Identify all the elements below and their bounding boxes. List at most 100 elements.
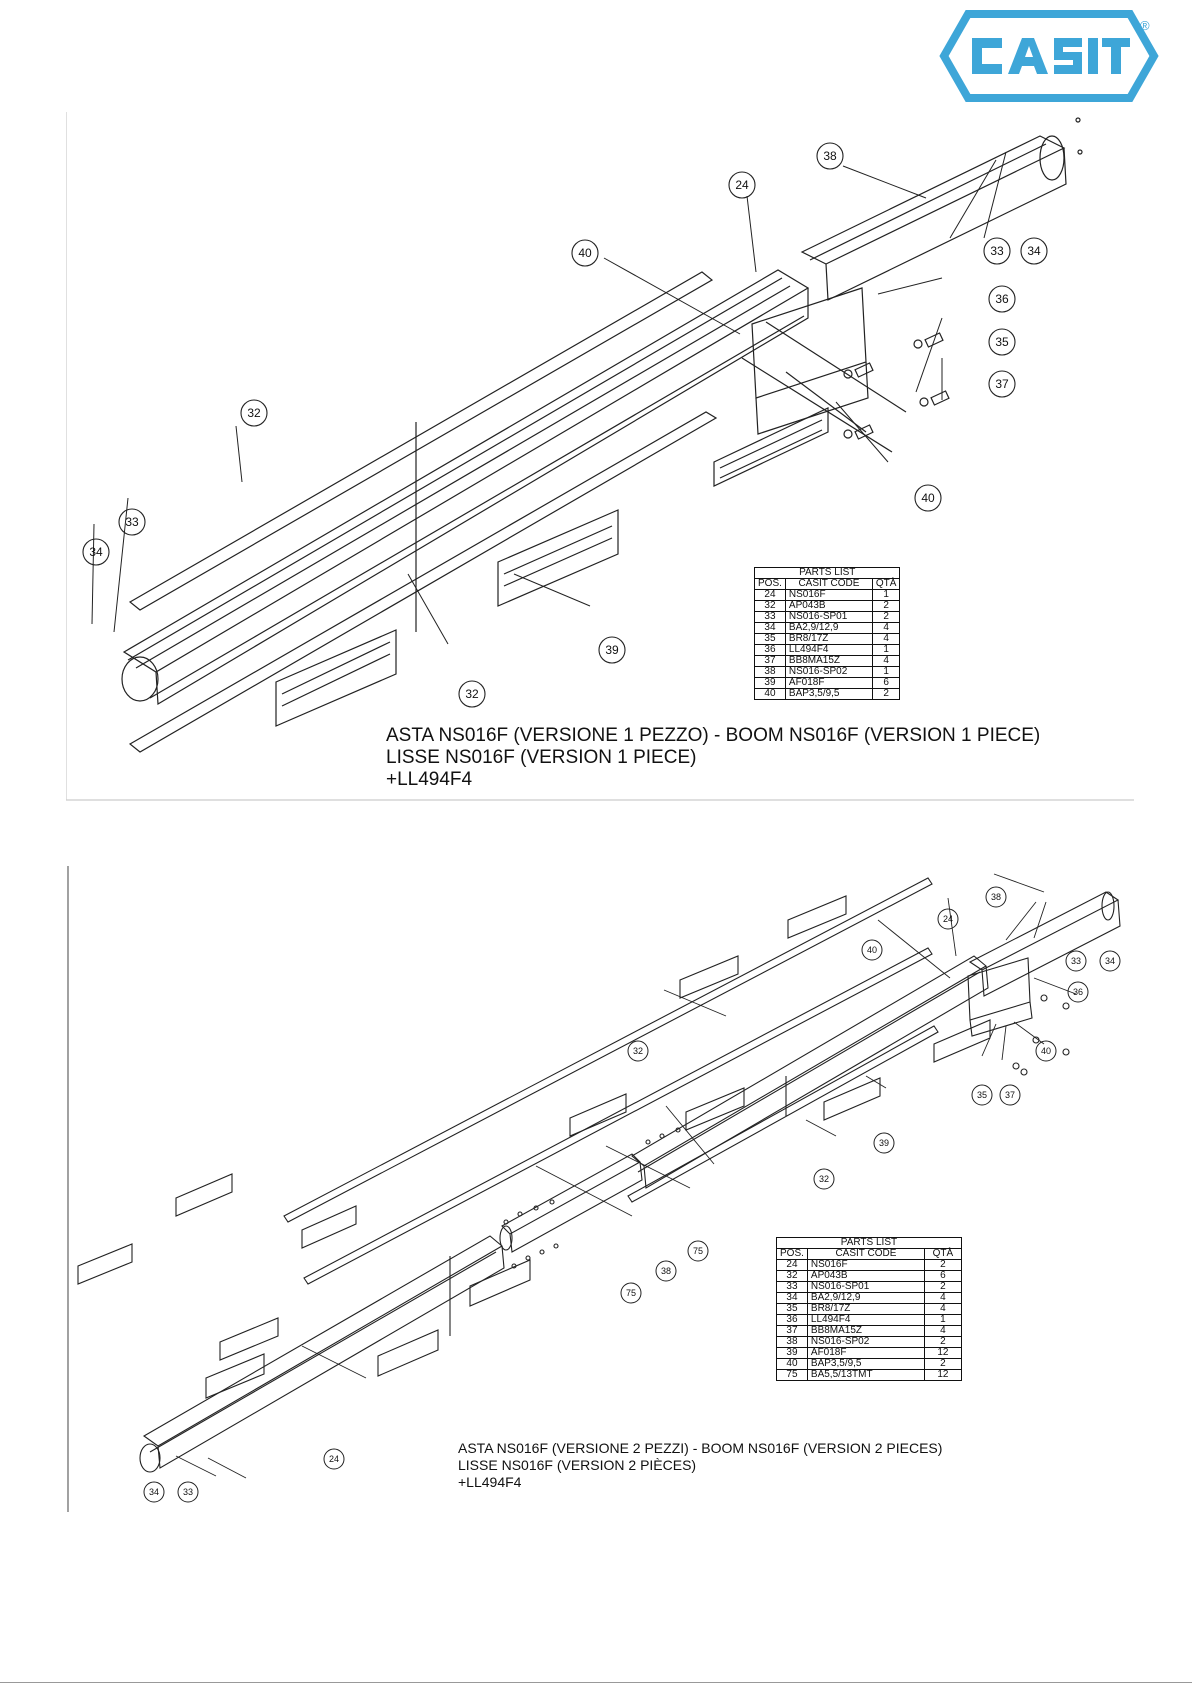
bracket	[967, 957, 1033, 1037]
callout-labels: 38 24 33 34 40 36 35 37 32 40 33 34 39 3…	[89, 149, 1041, 701]
callout-labels: 38 24 40 33 34 36 32 40 35 37 39 32 75 3…	[149, 892, 1115, 1497]
callout-label: 40	[921, 491, 935, 505]
leader-lines	[175, 873, 1077, 1479]
col-header-pos: POS.	[776, 1248, 808, 1260]
callout-label: 33	[990, 244, 1004, 258]
callout-label: 38	[823, 149, 837, 163]
callout-label: 37	[995, 377, 1009, 391]
figure-2-title: ASTA NS016F (VERSIONE 2 PEZZI) - BOOM NS…	[458, 1440, 942, 1491]
col-header-pos: POS.	[754, 578, 786, 590]
callout-label: 39	[605, 643, 619, 657]
col-header-qty: QTÀ	[871, 578, 901, 590]
callout-label: 39	[879, 1138, 889, 1148]
callout-label: 33	[183, 1487, 193, 1497]
callout-label: 32	[465, 687, 479, 701]
figure-2: 38 24 40 33 34 36 32 40 35 37 39 32 75 3…	[66, 866, 1136, 1516]
callout-label: 38	[991, 892, 1001, 902]
casit-logo: ®	[939, 10, 1159, 102]
callout-label: 40	[578, 246, 592, 260]
upper-bottom-cover	[627, 1025, 939, 1203]
parts-list-caption: PARTS LIST	[776, 1237, 962, 1249]
callout-label: 24	[943, 914, 953, 924]
extension-profile	[968, 891, 1121, 997]
bottom-cover	[303, 947, 933, 1285]
parts-list-caption: PARTS LIST	[753, 567, 901, 579]
top-cover	[283, 877, 933, 1223]
callout-label: 34	[89, 545, 103, 559]
callout-label: 35	[995, 335, 1009, 349]
joint-sleeve	[499, 1153, 643, 1253]
callout-bubbles	[82, 142, 1048, 708]
bracket	[741, 287, 907, 453]
callout-label: 75	[693, 1246, 703, 1256]
callout-label: 35	[977, 1090, 987, 1100]
callout-label: 38	[661, 1266, 671, 1276]
col-header-code: CASIT CODE	[806, 1248, 925, 1260]
col-header-qty: QTÀ	[923, 1248, 962, 1260]
callout-label: 32	[247, 406, 261, 420]
page-bottom-rule	[0, 1682, 1192, 1683]
title-line: LISSE NS016F (VERSION 2 PIÈCES)	[458, 1457, 697, 1473]
callout-label: 34	[149, 1487, 159, 1497]
rubber-strips	[275, 407, 829, 727]
figure-1: 38 24 33 34 40 36 35 37 32 40 33 34 39 3…	[66, 112, 1136, 802]
title-line: LISSE NS016F (VERSION 1 PIECE)	[386, 747, 697, 768]
figure-2-drawing: 38 24 40 33 34 36 32 40 35 37 39 32 75 3…	[67, 866, 1121, 1512]
leader-lines	[91, 151, 1007, 645]
top-cover	[128, 271, 714, 611]
extension-profile	[800, 135, 1067, 301]
callout-label: 32	[819, 1174, 829, 1184]
main-boom-profile	[139, 1235, 505, 1473]
callout-bubbles	[143, 886, 1121, 1503]
screws	[503, 994, 1070, 1269]
figure-1-drawing: 38 24 33 34 40 36 35 37 32 40 33 34 39 3…	[66, 112, 1134, 801]
title-line: +LL494F4	[386, 769, 473, 790]
title-line: +LL494F4	[458, 1474, 522, 1490]
rubber-strips	[77, 895, 991, 1399]
callout-label: 37	[1005, 1090, 1015, 1100]
title-line: ASTA NS016F (VERSIONE 2 PEZZI) - BOOM NS…	[458, 1440, 943, 1456]
callout-label: 24	[735, 178, 749, 192]
callout-label: 36	[1073, 987, 1083, 997]
col-header-code: CASIT CODE	[784, 578, 873, 590]
callout-label: 40	[867, 945, 877, 955]
callout-label: 75	[626, 1288, 636, 1298]
callout-label: 34	[1027, 244, 1041, 258]
callout-label: 24	[329, 1454, 339, 1464]
callout-label: 40	[1041, 1046, 1051, 1056]
callout-label: 36	[995, 292, 1009, 306]
callout-label: 34	[1105, 956, 1115, 966]
screws	[843, 117, 1083, 440]
callout-label: 33	[125, 515, 139, 529]
main-boom-profile	[121, 269, 810, 706]
bottom-cover	[128, 411, 718, 753]
callout-label: 32	[633, 1046, 643, 1056]
callout-label: 33	[1071, 956, 1081, 966]
figure-1-title: ASTA NS016F (VERSIONE 1 PEZZO) - BOOM NS…	[386, 725, 1040, 791]
registered-mark: ®	[1140, 18, 1150, 33]
title-line: ASTA NS016F (VERSIONE 1 PEZZO) - BOOM NS…	[386, 725, 1041, 746]
upper-boom-profile	[631, 955, 989, 1189]
